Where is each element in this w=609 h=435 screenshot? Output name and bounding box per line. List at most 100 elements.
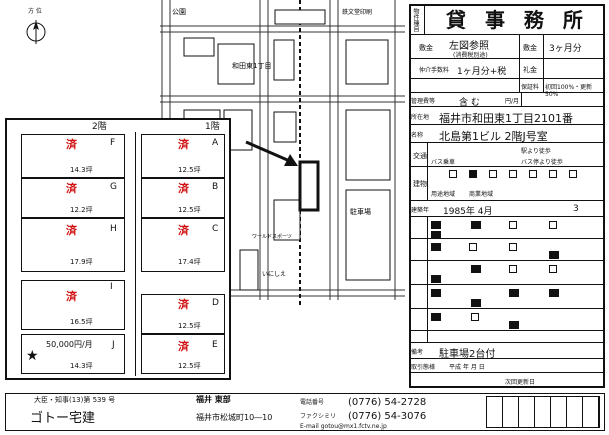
rent-note: 50,000円/月 xyxy=(46,340,93,349)
unit-letter: F xyxy=(110,138,116,148)
row-structure: 建物 用途地域 商業地域 xyxy=(409,166,605,200)
unit-status: 済 xyxy=(66,290,77,303)
date-label: 取引態様 xyxy=(411,364,436,371)
traffic-1: 駅より徒歩 xyxy=(521,148,551,155)
north-arrow-icon xyxy=(26,20,46,44)
unit-j: ★ 50,000円/月 J 14.3坪 xyxy=(21,334,125,374)
mgmt-value: 含 む xyxy=(459,98,480,108)
structure-label: 建物 xyxy=(413,180,427,188)
next-label: 次回更新日 xyxy=(505,379,536,386)
row-date: 取引態様 平成 年 月 日 xyxy=(409,358,605,372)
unit-status: 済 xyxy=(66,224,77,237)
tel-number: (0776) 54-2728 xyxy=(348,397,427,408)
mgmt-unit: 円/月 xyxy=(505,98,520,105)
unit-letter: C xyxy=(212,224,219,234)
unit-area: 12.5坪 xyxy=(178,166,201,174)
company-name: ゴトー宅建 xyxy=(30,411,96,426)
bus-label: バス乗車 xyxy=(431,159,456,166)
row-management: 管理費等 含 む 円/月 xyxy=(409,92,605,108)
fax-number: (0776) 54-3076 xyxy=(348,411,427,422)
unit-status: 済 xyxy=(178,224,189,237)
mgmt-label: 管理費等 xyxy=(411,98,436,105)
shikikin-label: 敷金 xyxy=(523,44,537,52)
unit-letter: E xyxy=(212,340,218,350)
header-divider xyxy=(424,4,425,34)
row-next: 次回更新日 xyxy=(409,372,605,388)
map-label-store: いにしえ xyxy=(262,271,286,278)
unit-letter: A xyxy=(212,138,219,148)
row-location: 所在地 福井市和田東1丁目2101番 xyxy=(409,106,605,125)
company-address: 福井市松城町10―10 xyxy=(196,413,273,422)
unit-status: 済 xyxy=(66,182,77,195)
row-rent: 敷金 左図参照 (消費税別途) 敷金 3ヶ月分 xyxy=(409,34,605,59)
row-facilities-2 xyxy=(409,238,605,260)
guarantee-label: 保証料 xyxy=(521,84,540,91)
unit-letter: B xyxy=(212,182,219,192)
parking-value: 駐車場2台付 xyxy=(439,349,496,360)
license-number: 大臣・知事(13)第 539 号 xyxy=(34,396,116,404)
remarks-label: 備考 xyxy=(411,349,424,356)
row-facilities-1 xyxy=(409,216,605,238)
tel-label: 電話番号 xyxy=(300,399,325,406)
row-guarantee: 保証料 初回100%・更新50% xyxy=(409,78,605,98)
property-type-title: 貸 事 務 所 xyxy=(446,8,589,32)
unit-e: 済 E 12.5坪 xyxy=(141,334,225,374)
fax-label: ファクシミリ xyxy=(300,413,337,420)
unit-area: 17.4坪 xyxy=(178,258,201,266)
unit-f: 済 F 14.3坪 xyxy=(21,134,125,178)
name-label: 名称 xyxy=(411,132,424,139)
use-label: 用途地域 xyxy=(431,191,456,198)
email-address: E-mail gotou@mx1.fctv.ne.jp xyxy=(300,423,387,430)
row-facilities-6 xyxy=(409,330,605,342)
property-info-sheet xyxy=(409,4,605,388)
floor-plan: 2階 1階 済 F 14.3坪 済 G 12.2坪 済 H 17.9坪 済 I … xyxy=(5,118,231,380)
reikin-label: 礼金 xyxy=(523,66,537,74)
unit-h: 済 H 17.9坪 xyxy=(21,218,125,272)
shikikin-value: 3ヶ月分 xyxy=(549,44,582,54)
unit-status: 済 xyxy=(66,138,77,151)
map-label-parking: 駐車場 xyxy=(350,207,371,216)
row-traffic: 交通 バス乗車 駅より徒歩 バス停より徒歩 xyxy=(409,142,605,166)
unit-d: 済 D 12.5坪 xyxy=(141,294,225,334)
row-facilities-3 xyxy=(409,260,605,284)
unit-status: 済 xyxy=(178,340,189,353)
unit-area: 17.9坪 xyxy=(70,258,93,266)
unit-area: 16.5坪 xyxy=(70,318,93,326)
row-name: 名称 北島第1ビル 2階J号室 xyxy=(409,124,605,143)
floor2-label: 2階 xyxy=(92,122,107,132)
unit-area: 12.5坪 xyxy=(178,206,201,214)
footer-bar xyxy=(5,393,605,431)
unit-c: 済 C 17.4坪 xyxy=(141,218,225,272)
row-built: 建築年 1985年 4月 3 xyxy=(409,200,605,217)
rent-sub: (消費税別途) xyxy=(453,52,488,59)
rent-label: 敷金 xyxy=(419,44,433,52)
unit-area: 14.3坪 xyxy=(70,362,93,370)
location-label: 所在地 xyxy=(411,114,430,121)
unit-status: 済 xyxy=(178,138,189,151)
traffic-label: 交通 xyxy=(413,152,427,160)
star-icon: ★ xyxy=(26,348,39,364)
compass-label: 方 位 xyxy=(28,8,42,15)
built-value: 1985年 4月 xyxy=(443,207,493,217)
built-floors: 3 xyxy=(573,204,579,214)
date-value: 平成 年 月 日 xyxy=(449,364,485,371)
unit-letter: I xyxy=(110,282,113,292)
header-vertical-label: 物件種目 xyxy=(412,8,419,32)
unit-area: 12.5坪 xyxy=(178,362,201,370)
row-facilities-4 xyxy=(409,284,605,308)
row-broker: 仲介手数料 1ヶ月分+税 礼金 xyxy=(409,58,605,78)
guarantee-value: 初回100%・更新50% xyxy=(545,84,593,98)
unit-letter: J xyxy=(112,340,115,350)
unit-area: 12.2坪 xyxy=(70,206,93,214)
rent-value: 左図参照 xyxy=(449,41,489,52)
compass: 方 位 xyxy=(18,6,58,46)
map-label-park: 公園 xyxy=(172,8,186,16)
traffic-2: バス停より徒歩 xyxy=(521,159,563,166)
office-name: 福井 東部 xyxy=(196,395,231,404)
unit-letter: H xyxy=(110,224,117,234)
map-label-printing: 鉄文堂印刷 xyxy=(342,8,372,16)
unit-b: 済 B 12.5坪 xyxy=(141,178,225,218)
unit-letter: G xyxy=(110,182,117,192)
map-label-shop: ワールドスポーツ xyxy=(252,233,292,240)
footer-stamp-grid xyxy=(486,396,600,428)
